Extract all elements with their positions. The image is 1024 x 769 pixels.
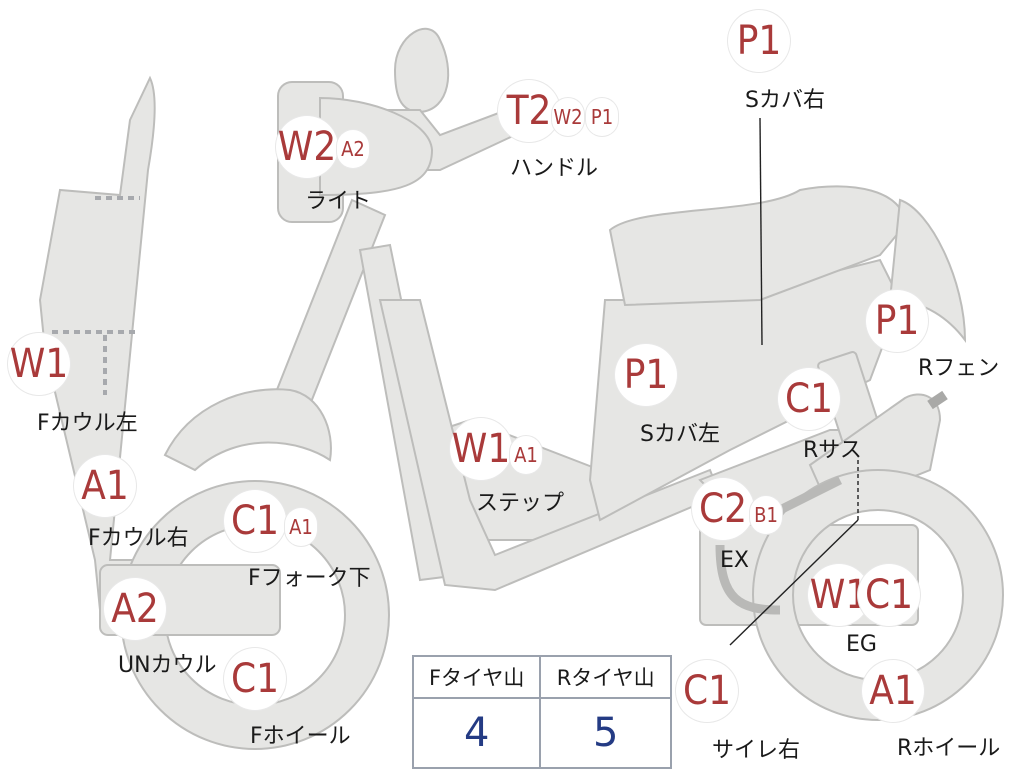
part-label-f-cowl-left: Fカウル左	[37, 411, 138, 436]
damage-code-badge: W2	[276, 116, 338, 178]
part-label-f-cowl-right: Fカウル右	[88, 526, 189, 551]
part-label-s-cover-left: Sカバ左	[640, 422, 720, 447]
damage-code-badge: P1	[615, 344, 677, 406]
damage-code-badge: P1	[866, 290, 928, 352]
f-tire-header: Fタイヤ山	[411, 655, 542, 699]
r-tire-value: 5	[539, 697, 672, 769]
damage-code-badge: B1	[750, 496, 782, 534]
part-label-r-sus: Rサス	[803, 438, 862, 463]
damage-code-badge: C1	[778, 368, 840, 430]
part-label-r-wheel: Rホイール	[897, 736, 1001, 761]
part-label-ex: EX	[720, 548, 749, 573]
damage-code-badge: A2	[104, 578, 166, 640]
damage-code-badge: C1	[676, 660, 738, 722]
part-label-f-wheel: Fホイール	[250, 724, 351, 749]
part-label-s-cover-right: Sカバ右	[745, 88, 825, 113]
part-label-handle: ハンドル	[510, 156, 599, 181]
damage-code-badge: C1	[224, 648, 286, 710]
part-label-f-fork-lower: Fフォーク下	[248, 566, 371, 591]
damage-code-badge: A1	[510, 436, 542, 474]
damage-code-badge: C1	[224, 490, 286, 552]
tire-tread-table: Fタイヤ山 Rタイヤ山 4 5	[411, 655, 672, 769]
damage-code-badge: A2	[337, 130, 369, 168]
part-label-light: ライト	[305, 189, 372, 214]
damage-code-badge: T2	[498, 80, 560, 142]
r-tire-header: Rタイヤ山	[539, 655, 672, 699]
damage-code-badge: C1	[858, 564, 920, 626]
damage-code-badge: A1	[74, 455, 136, 517]
damage-code-badge: P1	[728, 10, 790, 72]
damage-code-badge: P1	[586, 98, 618, 136]
part-label-un-cowl: UNカウル	[118, 653, 217, 678]
damage-code-badge: W1	[450, 418, 512, 480]
damage-code-badge: W1	[8, 333, 70, 395]
damage-code-badge: W2	[552, 98, 584, 136]
damage-code-badge: A1	[862, 660, 924, 722]
f-tire-value: 4	[411, 697, 542, 769]
damage-code-badge: A1	[285, 508, 317, 546]
part-label-silencer-right: サイレ右	[712, 738, 801, 763]
part-label-step: ステップ	[476, 491, 565, 516]
damage-code-badge: C2	[692, 478, 754, 540]
part-label-eg: EG	[846, 632, 877, 657]
part-label-r-fender: Rフェン	[918, 356, 1000, 381]
